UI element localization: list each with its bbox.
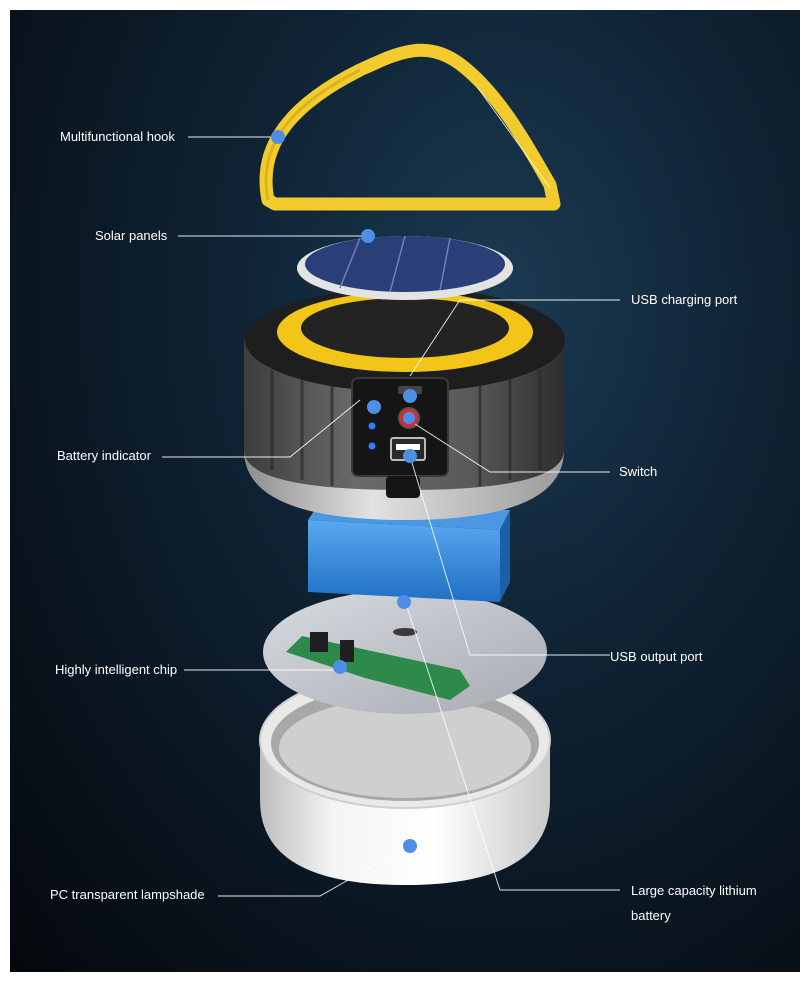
label-solar: Solar panels (95, 224, 167, 249)
marker-solar (361, 229, 375, 243)
label-hook: Multifunctional hook (60, 125, 175, 150)
lantern-body-part (244, 288, 565, 520)
label-switch: Switch (619, 460, 657, 485)
label-lampshade: PC transparent lampshade (50, 883, 205, 908)
exploded-lantern-diagram (10, 10, 800, 972)
leader-hook-arm (478, 88, 550, 188)
label-battery-line1: Large capacity lithium (631, 879, 757, 904)
label-battery-indicator: Battery indicator (57, 444, 151, 469)
marker-battery (397, 595, 411, 609)
label-usb-charging: USB charging port (631, 288, 737, 313)
marker-usb-charging (403, 389, 417, 403)
solar-panel-part (297, 236, 513, 300)
marker-chip (333, 660, 347, 674)
diagram-frame: Multifunctional hook Solar panels USB ch… (10, 10, 800, 972)
marker-lampshade (403, 839, 417, 853)
label-battery-line2: battery (631, 904, 671, 929)
marker-switch (403, 412, 415, 424)
marker-battery-indicator (367, 400, 381, 414)
label-usb-output: USB output port (610, 645, 703, 670)
marker-usb-output (403, 449, 417, 463)
marker-hook (271, 130, 285, 144)
hook-part (266, 50, 554, 204)
label-chip: Highly intelligent chip (55, 658, 177, 683)
